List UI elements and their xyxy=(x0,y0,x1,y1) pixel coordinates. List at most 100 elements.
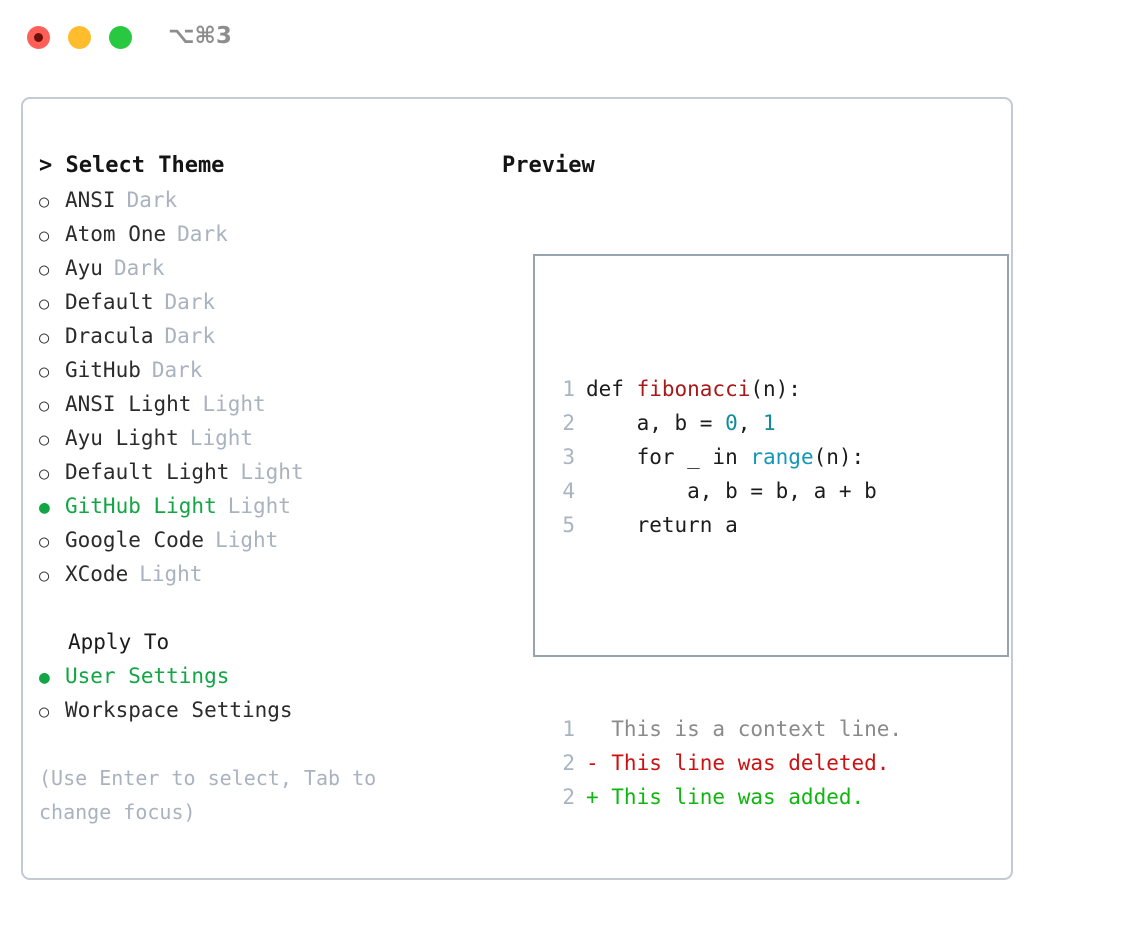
radio-unselected-icon: ○ xyxy=(39,192,50,212)
radio-unselected-icon: ○ xyxy=(39,328,50,348)
line-number: 2 xyxy=(562,785,575,809)
code-line: 5 return a xyxy=(553,508,902,542)
theme-item-tag: Light xyxy=(139,562,203,586)
theme-item-tag: Light xyxy=(202,392,266,416)
theme-item-label: XCode xyxy=(65,562,129,586)
theme-item[interactable]: ○ XCode Light xyxy=(39,557,489,591)
code-token: , xyxy=(737,411,764,435)
radio-unselected-icon: ○ xyxy=(39,532,50,552)
diff-line: 2 + This line was added. xyxy=(553,780,902,814)
apply-to-option[interactable]: ●User Settings xyxy=(39,659,489,693)
code-token: range xyxy=(750,445,814,469)
code-token: fibonacci xyxy=(636,377,751,401)
theme-item[interactable]: ○ Ayu Light Light xyxy=(39,421,489,455)
keyboard-shortcut-label: ⌥⌘3 xyxy=(168,23,232,49)
theme-item-label: Ayu xyxy=(65,256,103,280)
theme-item-tag: Dark xyxy=(177,222,228,246)
line-number: 5 xyxy=(562,513,575,537)
radio-selected-icon: ● xyxy=(39,497,50,518)
code-token: This is a context line. xyxy=(586,717,903,741)
minimize-button[interactable] xyxy=(68,26,91,49)
theme-item-label: Atom One xyxy=(65,222,167,246)
theme-item-tag: Dark xyxy=(164,324,216,348)
radio-unselected-icon: ○ xyxy=(39,396,50,416)
theme-item[interactable]: ○ Dracula Dark xyxy=(39,319,489,353)
theme-item-tag: Dark xyxy=(151,358,203,382)
apply-to-options[interactable]: ●User Settings ○ Workspace Settings xyxy=(39,659,489,727)
code-token: 1 xyxy=(763,411,776,435)
line-number: 2 xyxy=(562,751,575,775)
code-line: 4 a, b = b, a + b xyxy=(553,474,902,508)
line-number: 2 xyxy=(562,411,575,435)
theme-item[interactable]: ○ Atom One Dark xyxy=(39,217,489,251)
theme-item-label: Google Code xyxy=(65,528,205,552)
theme-item-tag: Light xyxy=(227,494,291,518)
radio-unselected-icon: ○ xyxy=(39,294,50,314)
title-bar: ⌥⌘3 xyxy=(0,0,1140,78)
diff-block: 1 This is a context line. 2 - This line wa… xyxy=(553,712,902,814)
diff-line: 2 - This line was deleted. xyxy=(553,746,902,780)
theme-item-label: Ayu Light xyxy=(65,426,179,450)
theme-item-label: ANSI Light xyxy=(65,392,192,416)
code-token: + This line was added. xyxy=(586,785,865,809)
apply-to-option[interactable]: ○ Workspace Settings xyxy=(39,693,489,727)
theme-item[interactable]: ○ Ayu Dark xyxy=(39,251,489,285)
theme-item-tag: Light xyxy=(189,426,254,450)
theme-item-tag: Light xyxy=(240,460,304,484)
theme-item[interactable]: ○ ANSI Light Light xyxy=(39,387,489,421)
theme-item-label: GitHub xyxy=(65,358,141,382)
code-line: 2 a, b = 0, 1 xyxy=(553,406,902,440)
apply-to-group: Apply To ●User Settings ○ Workspace Settin… xyxy=(39,625,489,727)
apply-to-option-label: User Settings xyxy=(65,664,230,688)
preview-heading: Preview xyxy=(502,153,595,178)
theme-item-tag: Dark xyxy=(113,256,165,280)
code-token: - This line was deleted. xyxy=(586,751,890,775)
apply-to-title: Apply To xyxy=(68,630,170,654)
radio-unselected-icon: ○ xyxy=(39,464,50,484)
code-line: 1 def fibonacci(n): xyxy=(553,372,902,406)
radio-unselected-icon: ○ xyxy=(39,702,50,722)
theme-item[interactable]: ○ Google Code Light xyxy=(39,523,489,557)
code-token: def xyxy=(586,377,637,401)
radio-unselected-icon: ○ xyxy=(39,362,50,382)
code-token: return a xyxy=(586,513,738,537)
radio-unselected-icon: ○ xyxy=(39,430,50,450)
radio-unselected-icon: ○ xyxy=(39,566,50,586)
line-number: 1 xyxy=(562,377,575,401)
theme-item-label: Dracula xyxy=(65,324,154,348)
keyboard-hint-text: (Use Enter to select, Tab to change focu… xyxy=(39,766,377,824)
maximize-button[interactable] xyxy=(109,26,132,49)
theme-item-label: Default Light xyxy=(65,460,230,484)
select-theme-heading: > Select Theme xyxy=(39,153,225,178)
theme-item[interactable]: ○ Default Dark xyxy=(39,285,489,319)
theme-item[interactable]: ○ GitHub Dark xyxy=(39,353,489,387)
radio-unselected-icon: ○ xyxy=(39,226,50,246)
theme-item-tag: Light xyxy=(215,528,279,552)
window-controls xyxy=(27,26,132,49)
close-button[interactable] xyxy=(27,26,50,49)
apply-to-option-label: Workspace Settings xyxy=(65,698,293,722)
theme-item-tag: Dark xyxy=(164,290,216,314)
code-token: a, b = b, a + b xyxy=(586,479,877,503)
theme-item[interactable]: ● GitHub Light Light xyxy=(39,489,489,523)
code-token: (n): xyxy=(750,377,801,401)
diff-line: 1 This is a context line. xyxy=(553,712,902,746)
code-token: for _ in xyxy=(586,445,751,469)
theme-item-label: Default xyxy=(65,290,154,314)
code-line: 3 for _ in range(n): xyxy=(553,440,902,474)
code-token: (n): xyxy=(813,445,865,469)
theme-item-label: GitHub Light xyxy=(65,494,217,518)
radio-unselected-icon: ○ xyxy=(39,260,50,280)
code-spacer xyxy=(553,610,902,644)
theme-item-label: ANSI xyxy=(65,188,116,212)
theme-item[interactable]: ○ Default Light Light xyxy=(39,455,489,489)
line-number: 3 xyxy=(562,445,575,469)
line-number: 4 xyxy=(562,479,575,503)
